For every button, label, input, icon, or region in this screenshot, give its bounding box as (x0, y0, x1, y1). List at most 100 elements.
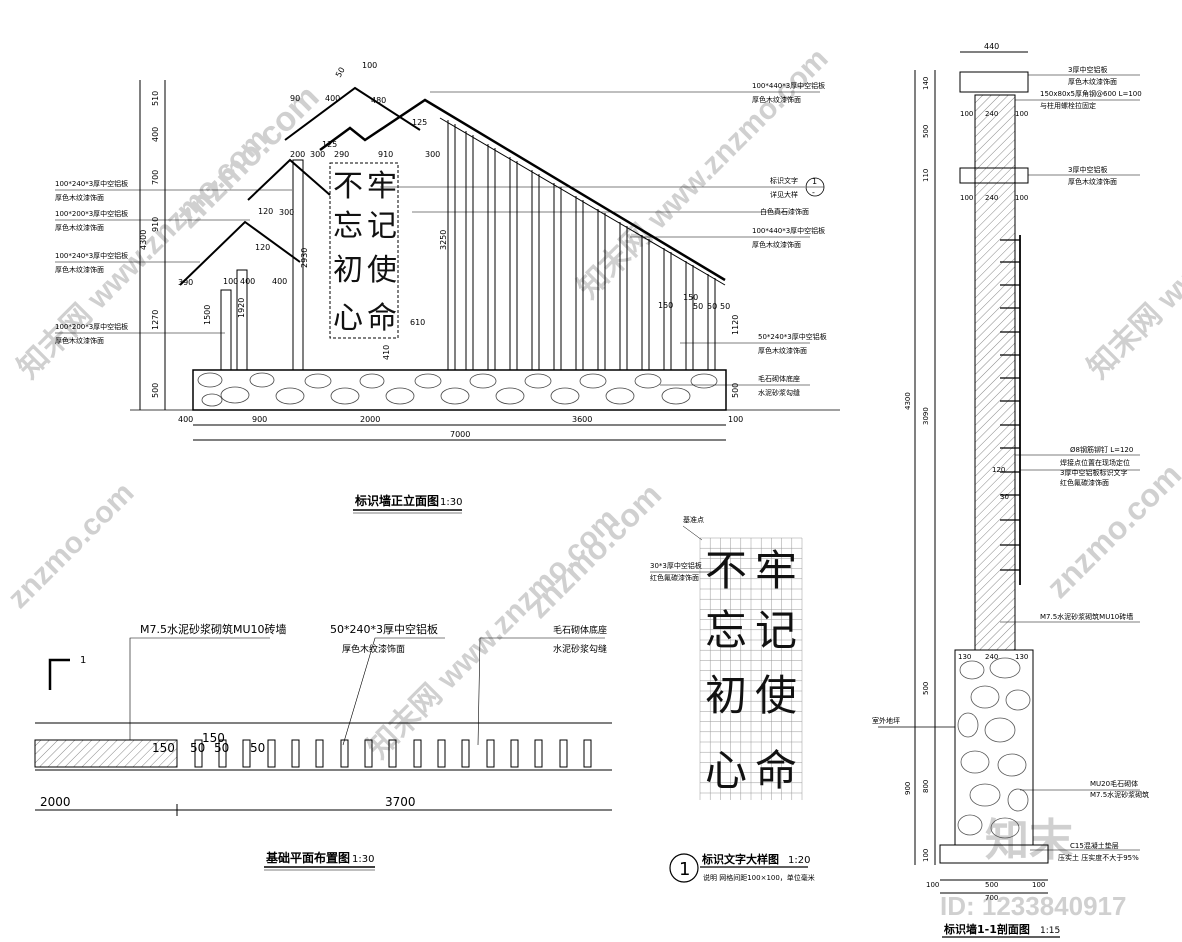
dim-label: 500 (922, 125, 930, 138)
annotation: 厚色木纹漆饰面 (1068, 77, 1117, 86)
annotation: 毛石砌体底座 (553, 624, 607, 636)
front-elevation-title: 标识墙正立面图 1:30 (353, 493, 462, 514)
dim-label: 500 (151, 383, 160, 398)
dim-label: 7000 (450, 430, 470, 439)
drawing-title: 基础平面布置图 (265, 850, 350, 865)
dim-label: 110 (922, 169, 930, 182)
annotation: 厚色木纹漆饰面 (55, 193, 104, 202)
annotation: 白色真石漆饰面 (760, 207, 809, 216)
bottom-dims: 400 900 2000 3600 100 7000 (178, 415, 743, 439)
wall-char: 忘 (333, 209, 363, 244)
annotation: 标识文字 (770, 176, 798, 185)
dim-label: 400 (240, 277, 255, 286)
dim-label: 1500 (203, 305, 212, 325)
detail-char: 不 (705, 546, 747, 595)
annotation: 厚色木纹漆饰面 (55, 336, 104, 345)
dim-label: 400 (178, 415, 193, 424)
foundation-labels: 1 M7.5水泥砂浆砌筑MU10砖墙 50*240*3厚中空铝板 厚色木纹漆饰面… (40, 622, 607, 871)
dim-label: 300 (279, 208, 294, 217)
dim-label: 3700 (385, 795, 416, 809)
dim-label: 4300 (904, 392, 912, 410)
dim-label: 3090 (922, 407, 930, 425)
dim-label: 100 (922, 849, 930, 862)
drawing-title: 标识墙正立面图 (354, 493, 439, 508)
annotation: 100*440*3厚中空铝板 (752, 226, 825, 235)
dim-label: 2930 (300, 248, 309, 268)
wall-char: 心 (333, 301, 363, 336)
dim-label: 100 (960, 194, 973, 202)
annotation: 100*240*3厚中空铝板 (55, 251, 128, 260)
dim-label: 510 (151, 91, 160, 106)
dim-label: 900 (904, 782, 912, 795)
annotation: 100*200*3厚中空铝板 (55, 322, 128, 331)
dim-label: 290 (334, 150, 349, 159)
text-detail: 不 忘 初 心 牢 记 使 命 基准点 30*3厚中空铝板 红色氟碳漆饰面 1 … (650, 515, 815, 883)
dim-label: 100 (1032, 881, 1045, 889)
dim-label: 90 (290, 94, 300, 103)
annotation: 100*200*3厚中空铝板 (55, 209, 128, 218)
stone-pattern (197, 372, 718, 407)
ref-mark: 1 (812, 177, 817, 186)
dim-label: 500 (985, 881, 998, 889)
dim-label: 1120 (731, 315, 740, 335)
annotation: 焊接点位置在现场定位 (1060, 458, 1130, 467)
annotation: 50*240*3厚中空铝板 (758, 332, 827, 341)
annotation: 水泥砂浆勾缝 (553, 643, 607, 655)
wall-char: 初 (333, 253, 363, 288)
dim-label: 50 (214, 741, 229, 755)
dim-label: 700 (151, 170, 160, 185)
text-detail-grid (699, 537, 803, 800)
annotation: 毛石砌体底座 (758, 374, 800, 383)
dim-label: 800 (922, 780, 930, 793)
note: 说明 网格间距100×100，单位毫米 (703, 873, 815, 882)
dim-label: 150 (683, 293, 698, 302)
ref-mark: - (812, 188, 815, 197)
watermark-logo: 知末 (985, 816, 1073, 865)
dim-label: 125 (322, 140, 337, 149)
dim-label: 120 (258, 207, 273, 216)
annotation: 3厚中空铝板 (1068, 65, 1107, 74)
wall-char: 使 (367, 253, 397, 288)
dim-label: 2000 (40, 795, 71, 809)
sign-panel (329, 162, 399, 339)
annotation: M7.5水泥砂浆砌筑MU10砖墙 (1040, 612, 1133, 621)
detail-mark: 1 (679, 859, 690, 880)
detail-char: 忘 (705, 606, 747, 655)
dim-label: 900 (252, 415, 267, 424)
annotation: 红色氟碳漆饰面 (1060, 478, 1109, 487)
dim-label: 610 (410, 318, 425, 327)
annotation: 厚色木纹漆饰面 (342, 643, 405, 655)
dim-label: 1920 (237, 298, 246, 318)
dim-label: 200 (290, 150, 305, 159)
wall-char: 记 (367, 209, 397, 244)
left-labels: 100*240*3厚中空铝板 厚色木纹漆饰面 100*200*3厚中空铝板 厚色… (55, 179, 128, 345)
annotation: MU20毛石砌体 (1090, 779, 1138, 788)
brick-wall (34, 739, 178, 768)
watermark-id: ID: 1233840917 (940, 891, 1126, 921)
annotation: 厚色木纹漆饰面 (55, 223, 104, 232)
top-dims: 100 50 90 480 400 125 200 300 290 910 30… (178, 61, 440, 287)
annotation: 水泥砂浆勾缝 (758, 388, 800, 397)
dim-label: 100 (1015, 110, 1028, 118)
annotation: 100*440*3厚中空铝板 (752, 81, 825, 90)
annotation: 厚色木纹漆饰面 (758, 346, 807, 355)
annotation: 基准点 (683, 515, 704, 524)
annotation: 详见大样 (770, 190, 798, 199)
annotation: 50*240*3厚中空铝板 (330, 622, 438, 636)
dim-label: 100 (1015, 194, 1028, 202)
dim-label: 150 (152, 741, 175, 755)
annotation: 厚色木纹漆饰面 (55, 265, 104, 274)
slats (447, 120, 716, 370)
annotation: 3厚中空铝板 (1068, 165, 1107, 174)
dim-label: 910 (151, 217, 160, 232)
dim-label: 700 (985, 894, 998, 902)
detail-char: 心 (705, 746, 747, 795)
annotation: 厚色木纹漆饰面 (752, 240, 801, 249)
dim-label: 50 (707, 302, 717, 311)
annotation: 室外地坪 (872, 716, 900, 725)
dim-label: 100 (223, 277, 238, 286)
dim-label: 240 (985, 653, 998, 661)
dim-label: 910 (378, 150, 393, 159)
dim-label: 50 (334, 66, 347, 79)
dim-label: 100 (362, 61, 377, 70)
